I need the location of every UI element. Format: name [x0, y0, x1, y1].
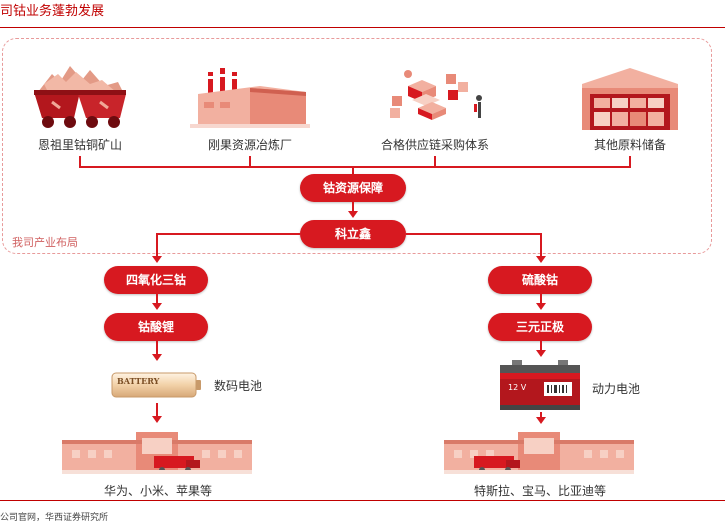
- source-label-reserves: 其他原料储备: [593, 138, 666, 152]
- supply-chain-icon: [390, 70, 482, 120]
- source-note: 公司官网，华西证券研究所: [0, 513, 109, 523]
- customers-digital: 华为、小米、苹果等: [103, 484, 212, 498]
- connector-line: [156, 341, 158, 355]
- mine-cart-icon: [34, 66, 126, 128]
- node-ternary-cathode: 三元正极: [488, 313, 592, 341]
- region-label: 我司产业布局: [12, 236, 78, 249]
- factory-complex-icon: [444, 432, 634, 474]
- node-cobalt-resource-guarantee: 钴资源保障: [300, 174, 406, 202]
- connector-line: [79, 156, 81, 168]
- arrow-down-icon: [348, 211, 358, 218]
- source-label-smelter: 刚果资源冶炼厂: [207, 138, 292, 152]
- arrow-down-icon: [536, 350, 546, 357]
- digital-battery-icon: BATTERY: [111, 370, 203, 400]
- arrow-down-icon: [152, 303, 162, 310]
- source-label-supply-chain: 合格供应链采购体系: [380, 138, 489, 152]
- customers-power: 特斯拉、宝马、比亚迪等: [473, 484, 606, 498]
- connector-line: [156, 294, 158, 304]
- node-cobalt-sulfate: 硫酸钴: [488, 266, 592, 294]
- factory-icon: [190, 68, 310, 128]
- source-label-mine: 恩祖里钴铜矿山: [37, 138, 122, 152]
- arrow-down-icon: [536, 256, 546, 263]
- arrow-down-icon: [152, 256, 162, 263]
- connector-bus: [79, 166, 631, 168]
- factory-complex-icon: [62, 432, 252, 474]
- branch-line-left: [158, 233, 300, 235]
- footer-rule: [0, 500, 725, 501]
- page-title: 司钴业务蓬勃发展: [0, 4, 105, 19]
- node-lithium-cobaltate: 钴酸锂: [104, 313, 208, 341]
- connector-line: [629, 156, 631, 168]
- node-kelixin: 科立鑫: [300, 220, 406, 248]
- title-rule: [0, 27, 725, 28]
- product-label-power-battery: 动力电池: [592, 382, 641, 396]
- branch-line-right: [406, 233, 542, 235]
- connector-line: [156, 403, 158, 417]
- arrow-down-icon: [152, 416, 162, 423]
- node-cobalt-tetroxide: 四氧化三钴: [104, 266, 208, 294]
- product-label-digital-battery: 数码电池: [214, 379, 263, 393]
- arrow-down-icon: [536, 417, 546, 424]
- connector-line: [540, 341, 542, 351]
- connector-line: [434, 156, 436, 168]
- battery-label: BATTERY: [117, 376, 160, 386]
- connector-line: [249, 156, 251, 168]
- connector-line: [540, 412, 542, 418]
- battery-voltage-label: 12 V: [508, 383, 527, 392]
- branch-drop-right: [540, 233, 542, 256]
- arrow-down-icon: [536, 303, 546, 310]
- arrow-down-icon: [152, 354, 162, 361]
- connector-line: [352, 202, 354, 212]
- branch-drop-left: [156, 233, 158, 256]
- connector-line: [540, 294, 542, 304]
- industry-layout-region: [2, 38, 712, 254]
- warehouse-icon: [582, 68, 678, 130]
- connector-line: [352, 166, 354, 174]
- power-battery-icon: 12 V: [498, 360, 582, 412]
